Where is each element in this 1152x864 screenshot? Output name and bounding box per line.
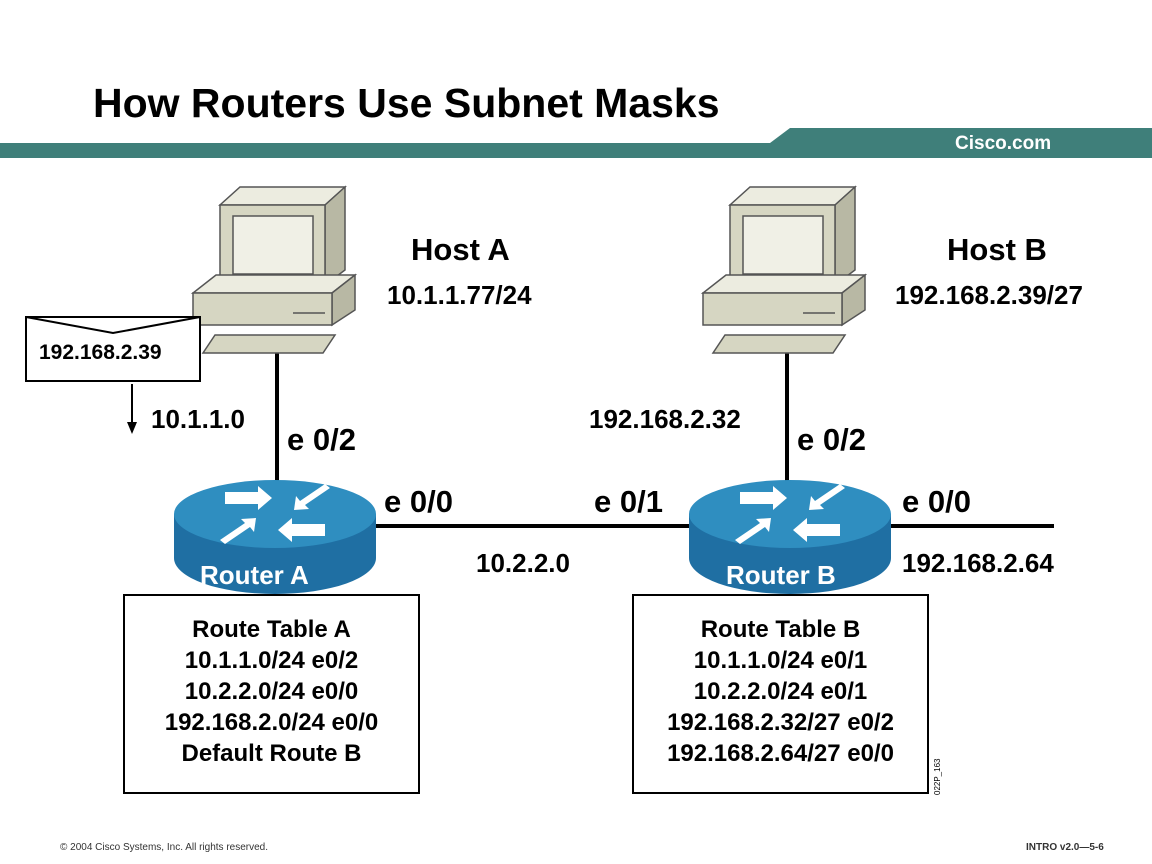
router-b-name: Router B — [726, 560, 836, 590]
page-title: How Routers Use Subnet Masks — [93, 80, 720, 126]
footer-course-id: INTRO v2.0—5-6 — [1026, 842, 1104, 853]
route-table-a-entry: 10.2.2.0/24 e0/0 — [184, 678, 359, 705]
host-b-ip: 192.168.2.39/27 — [895, 280, 1083, 310]
host-a-ip: 10.1.1.77/24 — [387, 280, 532, 310]
route-table-b-entry: 10.2.2.0/24 e0/1 — [693, 678, 868, 705]
figure-id: 022P_163 — [933, 758, 942, 795]
host-b-computer-icon — [700, 185, 868, 354]
network-label-link: 10.2.2.0 — [476, 548, 570, 578]
route-table-b-entry: 192.168.2.32/27 e0/2 — [667, 709, 894, 736]
header-bar-left — [0, 143, 515, 158]
route-table-b-title: Route Table B — [700, 616, 861, 643]
footer-copyright: © 2004 Cisco Systems, Inc. All rights re… — [60, 842, 269, 853]
route-table-a-entry: 10.1.1.0/24 e0/2 — [184, 647, 359, 674]
router-b-interface-e00: e 0/0 — [902, 484, 971, 519]
router-b-icon — [689, 480, 891, 594]
brand-logo-text: Cisco.com — [955, 133, 1052, 154]
router-b-interface-e01: e 0/1 — [594, 484, 663, 519]
route-table-b: Route Table B 10.1.1.0/24 e0/1 10.2.2.0/… — [632, 594, 929, 794]
route-table-a-entry: 192.168.2.0/24 e0/0 — [164, 709, 379, 736]
route-table-b-entry: 192.168.2.64/27 e0/0 — [667, 740, 894, 767]
router-a-name: Router A — [200, 560, 309, 590]
network-label-a: 10.1.1.0 — [151, 404, 245, 434]
router-a-icon — [174, 480, 376, 594]
router-a-interface-e00: e 0/0 — [384, 484, 453, 519]
header-bar-right — [515, 128, 1152, 158]
router-a-interface-e02: e 0/2 — [287, 422, 356, 457]
network-label-b: 192.168.2.32 — [589, 404, 741, 434]
host-b-name: Host B — [947, 232, 1047, 267]
route-table-a: Route Table A 10.1.1.0/24 e0/2 10.2.2.0/… — [123, 594, 420, 794]
router-b-interface-e02: e 0/2 — [797, 422, 866, 457]
envelope-flap — [25, 316, 201, 335]
packet-arrow-head — [127, 422, 137, 434]
route-table-b-entry: 10.1.1.0/24 e0/1 — [693, 647, 868, 674]
route-table-a-entry: Default Route B — [181, 740, 362, 767]
header-bar — [0, 128, 1152, 158]
packet-destination: 192.168.2.39 — [39, 341, 162, 364]
host-a-name: Host A — [411, 232, 510, 267]
network-label-c: 192.168.2.64 — [902, 548, 1054, 578]
packet-envelope-icon — [25, 316, 201, 382]
host-a-computer-icon — [190, 185, 358, 354]
route-table-a-title: Route Table A — [192, 616, 351, 643]
